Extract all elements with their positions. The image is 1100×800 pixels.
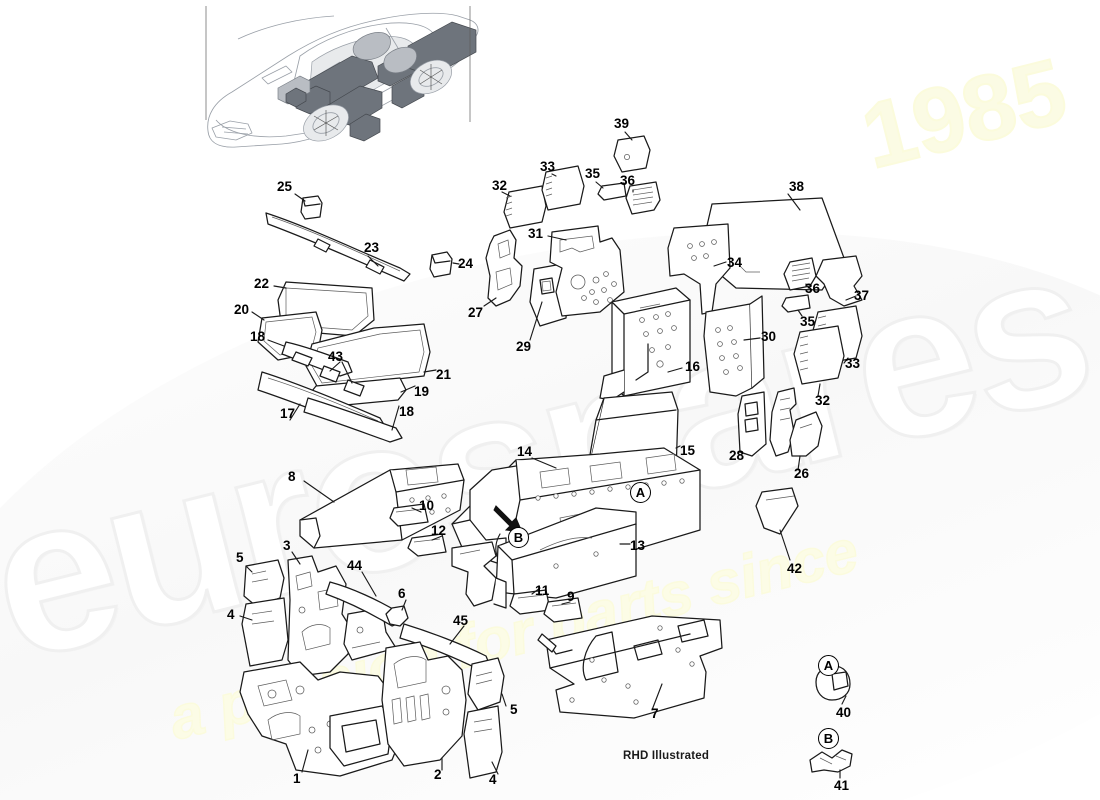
part-23-shape <box>265 212 411 282</box>
part-label-29: 29 <box>516 339 532 354</box>
part-32-right-shape <box>793 325 845 397</box>
detail-marker-b-legend: B <box>818 728 839 749</box>
part-label-32-right: 32 <box>815 393 831 408</box>
part-label-18-upper: 18 <box>250 329 266 344</box>
footnote-rhd-illustrated: RHD Illustrated <box>623 750 710 762</box>
part-label-3: 3 <box>283 538 291 553</box>
part-label-6: 6 <box>398 586 406 601</box>
part-2-shape <box>381 641 467 771</box>
part-label-7: 7 <box>651 706 659 721</box>
part-label-26: 26 <box>794 466 810 481</box>
part-label-39: 39 <box>614 116 630 131</box>
part-label-19: 19 <box>414 384 430 399</box>
part-label-43: 43 <box>328 349 344 364</box>
part-label-8: 8 <box>288 469 296 484</box>
part-label-34: 34 <box>727 255 743 270</box>
part-42-shape <box>755 487 799 561</box>
part-label-44: 44 <box>347 558 363 573</box>
part-label-35-right: 35 <box>800 314 816 329</box>
part-label-32-upper: 32 <box>492 178 508 193</box>
detail-marker-a-main: A <box>630 482 651 503</box>
part-label-28: 28 <box>729 448 745 463</box>
part-label-41: 41 <box>834 778 850 793</box>
part-label-2: 2 <box>434 767 442 782</box>
part-label-35-upper: 35 <box>585 166 601 181</box>
part-label-24: 24 <box>458 256 474 271</box>
detail-marker-b-main: B <box>508 527 529 548</box>
part-label-1: 1 <box>293 771 301 786</box>
part-label-37: 37 <box>854 288 870 303</box>
part-32-upper-shape <box>501 185 547 229</box>
part-label-36-upper: 36 <box>620 173 636 188</box>
part-label-23: 23 <box>364 240 380 255</box>
part-label-16: 16 <box>685 359 701 374</box>
part-6-shape <box>385 599 409 627</box>
part-label-20: 20 <box>234 302 250 317</box>
part-1-shape <box>239 661 405 777</box>
part-label-14: 14 <box>517 444 533 459</box>
part-label-33-right: 33 <box>845 356 861 371</box>
part-3-shape <box>287 551 353 677</box>
part-41-shape <box>809 749 853 779</box>
part-label-4-upper: 4 <box>227 607 235 622</box>
part-label-31: 31 <box>528 226 544 241</box>
part-5-lower-shape <box>467 657 507 711</box>
part-label-30: 30 <box>761 329 777 344</box>
part-27-shape <box>483 229 523 307</box>
part-28-shape <box>737 391 767 457</box>
part-label-45: 45 <box>453 613 469 628</box>
part-label-15: 15 <box>680 443 696 458</box>
part-7-shape <box>537 615 723 719</box>
part-label-33-upper: 33 <box>540 159 556 174</box>
part-4-lower-shape <box>463 705 503 779</box>
part-label-21: 21 <box>436 367 452 382</box>
part-24-shape <box>429 251 460 278</box>
part-label-5-upper: 5 <box>236 550 244 565</box>
part-label-36-right: 36 <box>805 281 821 296</box>
part-label-9: 9 <box>567 589 575 604</box>
part-30-shape <box>703 295 765 397</box>
part-label-13: 13 <box>630 538 646 553</box>
part-39-shape <box>613 131 651 173</box>
part-35-right-shape <box>781 294 811 317</box>
part-16-shape <box>599 287 691 401</box>
part-label-40: 40 <box>836 705 852 720</box>
part-label-4-lower: 4 <box>489 772 497 787</box>
part-label-25: 25 <box>277 179 293 194</box>
part-label-22: 22 <box>254 276 270 291</box>
part-label-42: 42 <box>787 561 803 576</box>
part-label-12: 12 <box>431 523 447 538</box>
part-9-shape <box>543 597 583 623</box>
part-label-38: 38 <box>789 179 805 194</box>
detail-marker-a-legend: A <box>818 655 839 676</box>
part-label-5-lower: 5 <box>510 702 518 717</box>
part-label-11: 11 <box>535 583 550 598</box>
part-label-18-lower: 18 <box>399 404 415 419</box>
vehicle-cutaway-illustration <box>205 6 479 148</box>
part-label-10: 10 <box>419 498 435 513</box>
part-25-shape <box>294 193 323 220</box>
part-label-17: 17 <box>280 406 296 421</box>
part-4-upper-shape <box>239 597 289 667</box>
part-label-27: 27 <box>468 305 484 320</box>
